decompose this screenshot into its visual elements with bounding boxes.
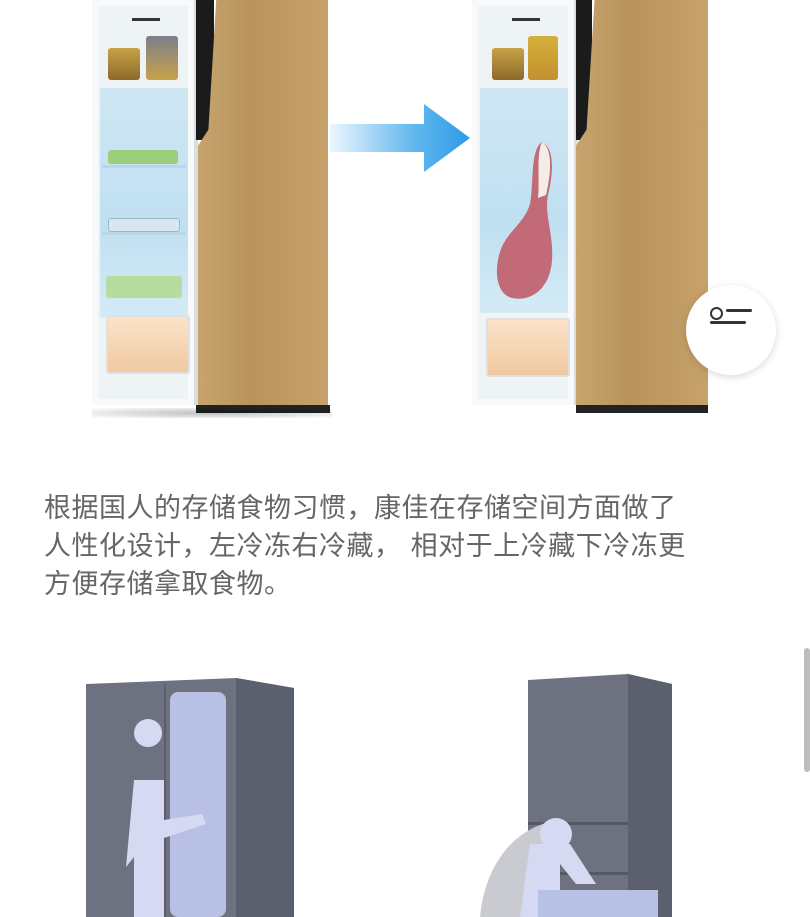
shelf	[102, 165, 186, 168]
food-box	[486, 318, 570, 377]
arrow-right-icon	[330, 104, 470, 172]
fridge-before-image	[92, 0, 332, 420]
list-menu-icon	[686, 285, 776, 330]
jar-1	[108, 48, 140, 80]
jar-2	[528, 36, 558, 80]
description-line: 人性化设计，左冷冻右冷藏， 相对于上冷藏下冷冻更	[44, 531, 686, 562]
description-line: 方便存储拿取食物。	[44, 569, 292, 600]
food-box	[106, 315, 190, 374]
jar-2	[146, 36, 178, 80]
frozen-pack	[108, 150, 178, 164]
top-bottom-fridge-illustration	[480, 674, 672, 917]
fridge-after-image	[472, 0, 712, 420]
list-menu-button[interactable]	[686, 285, 776, 375]
fridge-door	[198, 0, 328, 405]
fridge-base	[576, 405, 708, 413]
scrollbar[interactable]	[804, 648, 810, 772]
frozen-pack	[108, 218, 180, 232]
jar-1	[492, 48, 524, 80]
door-edge	[196, 0, 214, 140]
meat-leg	[496, 142, 553, 299]
fridge-base	[196, 405, 330, 413]
door-edge	[576, 0, 592, 140]
top-shelf-bar	[512, 18, 540, 21]
floor-shadow	[92, 408, 332, 418]
shelf	[102, 232, 186, 235]
top-shelf-bar	[132, 18, 160, 21]
side-by-side-fridge-illustration	[86, 678, 294, 917]
description-text: 根据国人的存储食物习惯，康佳在存储空间方面做了 人性化设计，左冷冻右冷藏， 相对…	[44, 490, 764, 604]
description-line: 根据国人的存储食物习惯，康佳在存储空间方面做了	[44, 493, 677, 524]
frozen-pack	[106, 276, 182, 298]
